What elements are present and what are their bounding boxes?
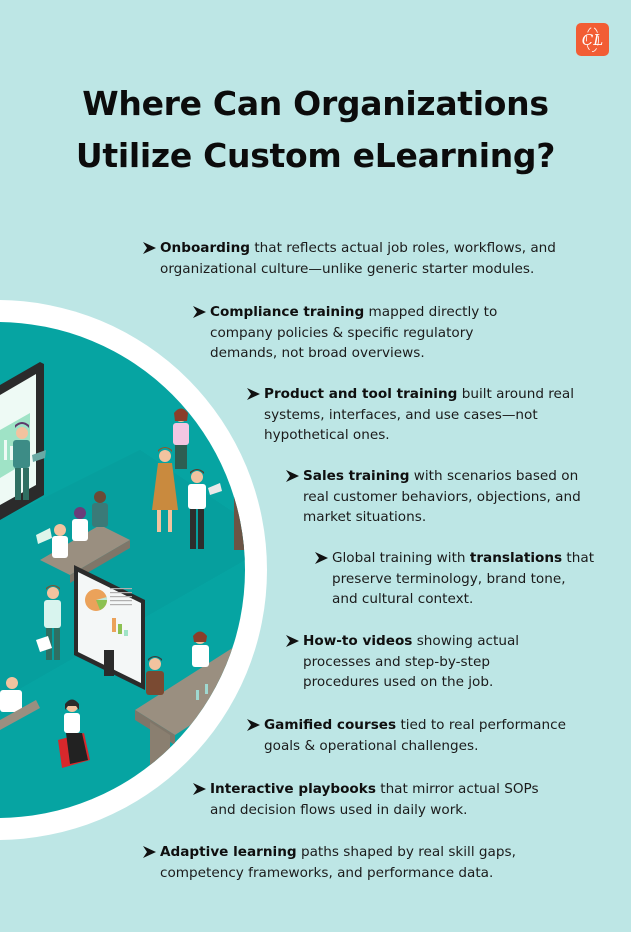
list-item-adaptive-learning: Adaptive learning paths shaped by real s… bbox=[143, 842, 516, 883]
teal-circle bbox=[0, 322, 245, 818]
list-item-translations: Global training with translations that p… bbox=[315, 548, 594, 610]
list-item-onboarding: Onboarding that reflects actual job role… bbox=[143, 238, 556, 279]
arrow-bullet-icon bbox=[247, 719, 260, 731]
page-title: Where Can Organizations Utilize Custom e… bbox=[0, 78, 631, 182]
list-item-interactive-playbooks: Interactive playbooks that mirror actual… bbox=[193, 779, 539, 820]
arrow-bullet-icon bbox=[247, 388, 260, 400]
arrow-bullet-icon bbox=[315, 552, 328, 564]
arrow-bullet-icon bbox=[143, 846, 156, 858]
list-item-compliance: Compliance training mapped directly to c… bbox=[193, 302, 497, 364]
list-item-sales-training: Sales training with scenarios based on r… bbox=[286, 466, 581, 528]
list-item-gamified-courses: Gamified courses tied to real performanc… bbox=[247, 715, 566, 756]
list-item-how-to-videos: How-to videos showing actual processes a… bbox=[286, 631, 519, 693]
list-item-product-training: Product and tool training built around r… bbox=[247, 384, 574, 446]
title-line-1: Where Can Organizations bbox=[82, 84, 549, 123]
arrow-bullet-icon bbox=[286, 635, 299, 647]
arrow-bullet-icon bbox=[193, 783, 206, 795]
commlab-logo-icon: CL bbox=[582, 27, 603, 52]
svg-text:CL: CL bbox=[582, 31, 603, 49]
title-line-2: Utilize Custom eLearning? bbox=[75, 136, 556, 175]
white-ring bbox=[0, 300, 267, 840]
arrow-bullet-icon bbox=[143, 242, 156, 254]
arrow-bullet-icon bbox=[193, 306, 206, 318]
arrow-bullet-icon bbox=[286, 470, 299, 482]
brand-logo: CL bbox=[576, 23, 609, 56]
